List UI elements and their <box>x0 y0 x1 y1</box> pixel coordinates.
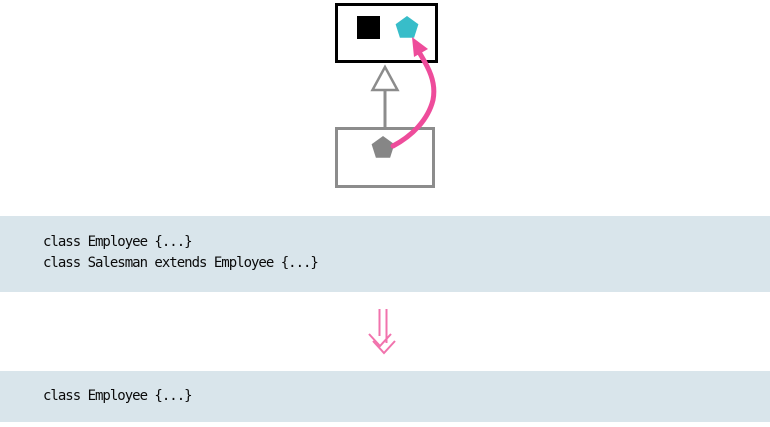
superclass-box-border <box>335 3 438 63</box>
transform-double-down-arrow-icon <box>368 309 396 355</box>
code-line-salesman: class Salesman extends Employee {...} <box>43 255 319 271</box>
code-block-before: class Employee {...} class Salesman exte… <box>0 216 770 292</box>
pull-up-member-arrow <box>390 37 437 149</box>
teal-pentagon-icon <box>395 16 419 38</box>
code-block-after: class Employee {...} <box>0 371 770 422</box>
subclass-box <box>335 127 435 188</box>
double-arrow-chevron-lower <box>372 340 396 355</box>
superclass-box <box>335 3 438 63</box>
double-arrow-chevron-upper <box>368 333 392 348</box>
gray-pentagon-icon <box>371 136 395 158</box>
inheritance-arrow <box>370 64 400 128</box>
black-square-icon <box>357 16 380 39</box>
inheritance-arrow-triangle <box>370 64 400 92</box>
code-line-employee: class Employee {...} <box>43 234 193 250</box>
pull-up-member-arrow-head <box>412 37 428 57</box>
code-line-employee-after: class Employee {...} <box>43 388 193 404</box>
pull-up-member-arrow-shaft <box>390 49 437 149</box>
